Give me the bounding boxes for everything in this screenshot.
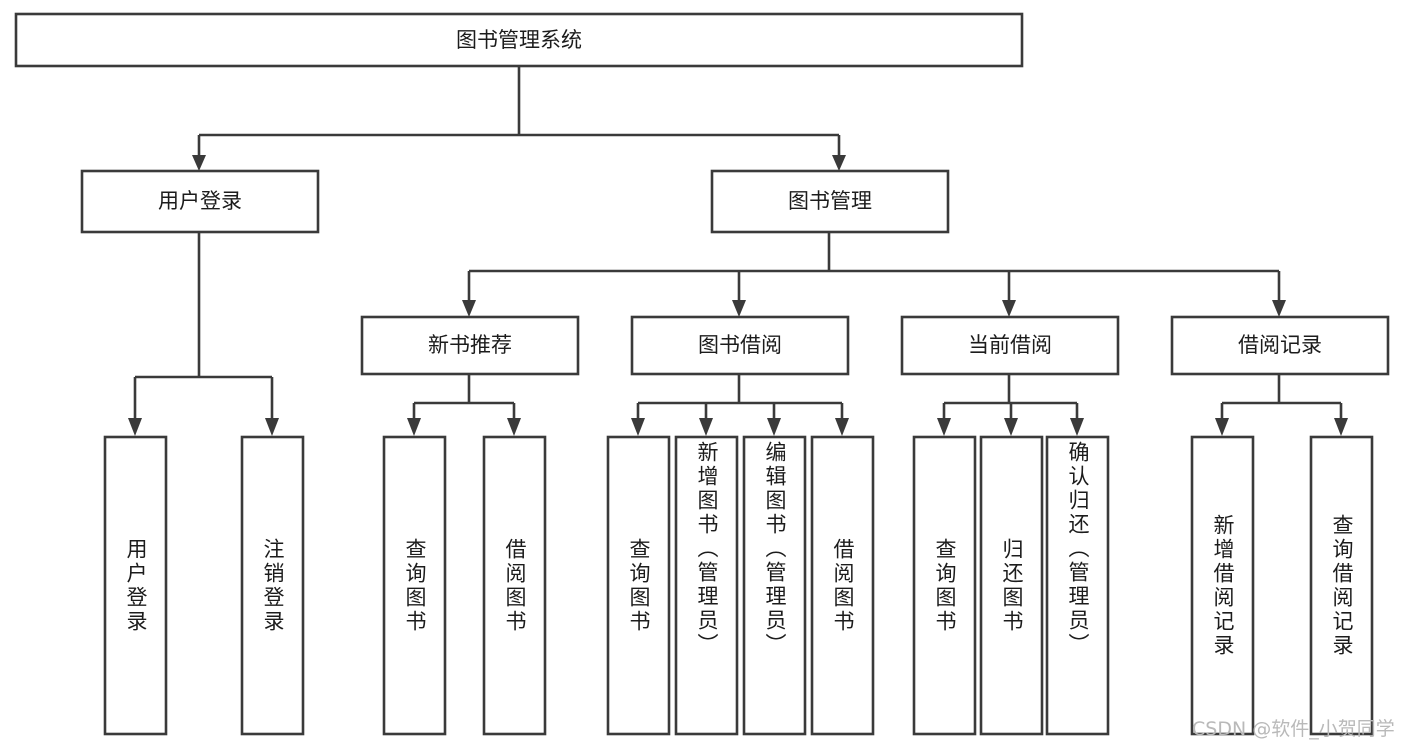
leaf-query-book-2[interactable]: 查询图书 xyxy=(608,437,669,734)
node-current-borrow-label: 当前借阅 xyxy=(968,333,1052,357)
leaf-query-book-2-label: 查询图书 xyxy=(627,537,651,634)
leaf-logout[interactable]: 注销登录 xyxy=(242,437,303,734)
leaf-box-return-book xyxy=(979,435,1044,736)
node-book-borrow[interactable]: 图书借阅 xyxy=(630,315,850,376)
leaf-confirm-return-admin[interactable]: 确认归还（管理员） xyxy=(1047,441,1108,734)
leaf-box-logout xyxy=(240,435,305,736)
leaf-box-user-login xyxy=(103,435,168,736)
leaf-box-confirm-return-admin xyxy=(1045,435,1110,736)
node-current-borrow[interactable]: 当前借阅 xyxy=(900,315,1120,376)
leaf-box-add-book-admin xyxy=(674,435,739,736)
leaf-edit-book-admin-label: 编辑图书（管理员） xyxy=(763,441,787,657)
node-user-login[interactable]: 用户登录 xyxy=(80,169,320,234)
leaf-borrow-book-2[interactable]: 借阅图书 xyxy=(812,437,873,734)
leaf-box-query-book-3 xyxy=(912,435,977,736)
leaf-query-book-1-label: 查询图书 xyxy=(403,537,427,634)
leaf-borrow-book-2-label: 借阅图书 xyxy=(831,537,855,634)
connector-bookborrow-to-leaves xyxy=(631,374,849,436)
connector-userlogin-to-leaves xyxy=(128,232,279,436)
leaf-box-borrow-book-1 xyxy=(482,435,547,736)
node-book-management[interactable]: 图书管理 xyxy=(710,169,950,234)
leaf-box-edit-book-admin xyxy=(742,435,807,736)
node-user-login-label: 用户登录 xyxy=(158,189,242,213)
node-book-borrow-label: 图书借阅 xyxy=(698,333,782,357)
node-new-book-recommend-label: 新书推荐 xyxy=(428,333,512,357)
node-borrow-record-label: 借阅记录 xyxy=(1238,333,1322,357)
leaf-box-query-borrow-record xyxy=(1309,435,1374,736)
node-new-book-recommend[interactable]: 新书推荐 xyxy=(360,315,580,376)
leaf-query-book-3-label: 查询图书 xyxy=(933,537,957,634)
leaf-borrow-book-1-label: 借阅图书 xyxy=(503,537,527,634)
leaf-add-book-admin[interactable]: 新增图书（管理员） xyxy=(676,441,737,734)
leaf-box-borrow-book-2 xyxy=(810,435,875,736)
connector-root-to-level2 xyxy=(192,66,846,171)
leaf-query-book-3[interactable]: 查询图书 xyxy=(914,437,975,734)
node-book-management-label: 图书管理 xyxy=(788,189,872,213)
leaf-return-book-label: 归还图书 xyxy=(1000,537,1024,634)
leaf-return-book[interactable]: 归还图书 xyxy=(981,437,1042,734)
leaf-add-borrow-record[interactable]: 新增借阅记录 xyxy=(1192,437,1253,734)
connector-bookmgmt-to-level3 xyxy=(462,232,1286,317)
connector-newbook-to-leaves xyxy=(407,374,521,436)
leaf-box-query-book-1 xyxy=(382,435,447,736)
node-root-book-management-system[interactable]: 图书管理系统 xyxy=(14,12,1024,68)
csdn-watermark: CSDN @软件_小贺同学 xyxy=(1192,718,1395,740)
leaf-query-borrow-record[interactable]: 查询借阅记录 xyxy=(1311,437,1372,734)
node-borrow-record[interactable]: 借阅记录 xyxy=(1170,315,1390,376)
leaf-logout-label: 注销登录 xyxy=(261,537,285,634)
node-root-label: 图书管理系统 xyxy=(456,28,582,52)
leaf-edit-book-admin[interactable]: 编辑图书（管理员） xyxy=(744,441,805,734)
connector-currentborrow-to-leaves xyxy=(937,374,1084,436)
leaf-boxes xyxy=(103,435,1374,736)
leaf-query-book-1[interactable]: 查询图书 xyxy=(384,437,445,734)
leaf-confirm-return-admin-label: 确认归还（管理员） xyxy=(1066,441,1090,657)
leaf-add-book-admin-label: 新增图书（管理员） xyxy=(695,441,719,657)
leaf-box-add-borrow-record xyxy=(1190,435,1255,736)
leaf-user-login-label: 用户登录 xyxy=(124,537,148,634)
leaf-borrow-book-1[interactable]: 借阅图书 xyxy=(484,437,545,734)
leaf-query-borrow-record-label: 查询借阅记录 xyxy=(1330,513,1354,658)
leaf-user-login[interactable]: 用户登录 xyxy=(105,437,166,734)
leaf-add-borrow-record-label: 新增借阅记录 xyxy=(1211,513,1235,658)
connector-borrowrecord-to-leaves xyxy=(1215,374,1348,436)
leaf-box-query-book-2 xyxy=(606,435,671,736)
